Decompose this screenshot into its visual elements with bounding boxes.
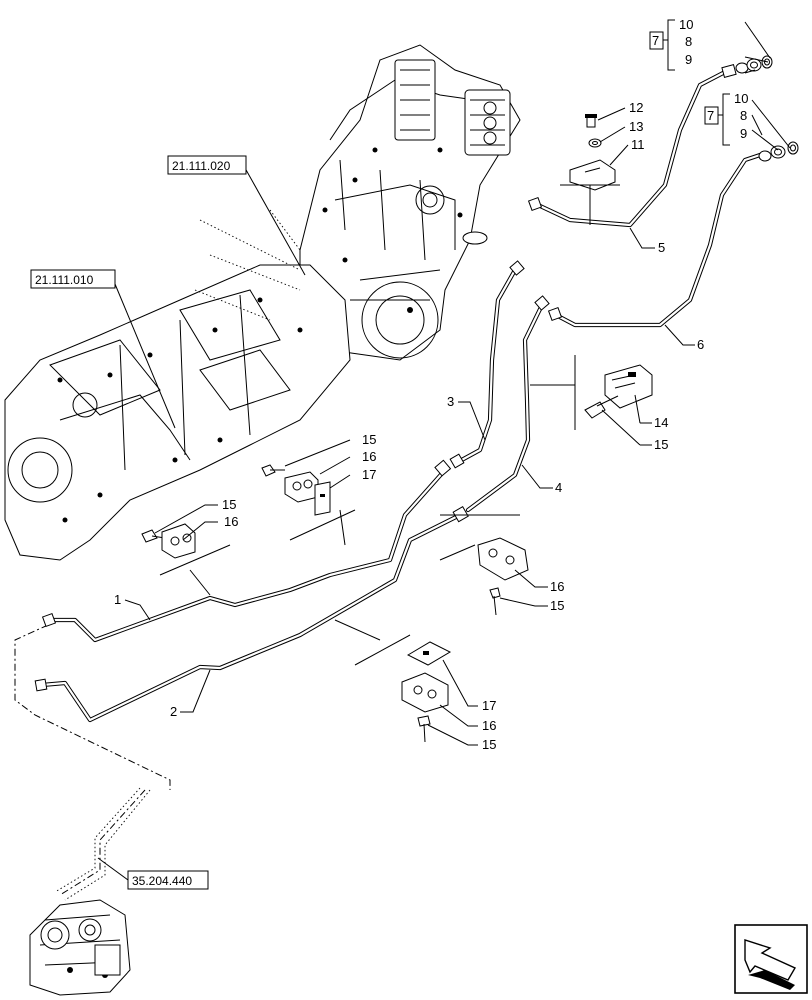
section-line-mid (530, 355, 576, 430)
bolt-12 (585, 114, 597, 128)
fittings-group-lower (758, 141, 799, 162)
clamp-16-right (477, 537, 529, 581)
section-line-right (439, 514, 520, 561)
callout-16-center: 16 (362, 449, 376, 464)
callout-5: 5 (658, 240, 665, 255)
callout-13: 13 (629, 119, 643, 134)
ref-label-rear: 21.111.020 (172, 159, 231, 173)
callout-15-lower: 15 (482, 737, 496, 752)
callout-8-upper: 8 (685, 34, 692, 49)
callout-14: 14 (654, 415, 668, 430)
valve-block (29, 899, 131, 996)
section-line-center (289, 509, 356, 546)
callout-2: 2 (170, 704, 177, 719)
callout-10-upper: 10 (679, 17, 693, 32)
ref-leader-rear (244, 167, 306, 276)
ref-label-valve: 35.204.440 (132, 874, 192, 888)
callout-9-upper: 9 (685, 52, 692, 67)
ref-leader-front (114, 283, 176, 429)
routing-chain-line (14, 624, 171, 790)
clamp-upper-11 (569, 159, 616, 191)
callout-16-lower: 16 (482, 718, 496, 733)
pipe-2 (34, 505, 469, 723)
pipe-4 (465, 295, 550, 513)
callout-15-right: 15 (654, 437, 668, 452)
callout-16-left: 16 (224, 514, 238, 529)
ref-box-rear[interactable]: 21.111.020 (167, 155, 247, 175)
routing-dotted-line (64, 789, 151, 901)
transmission-front-housing (4, 209, 351, 561)
group-label-lower: 7 (707, 108, 714, 123)
callout-15-right2: 15 (550, 598, 564, 613)
callout-11: 11 (631, 137, 645, 152)
callout-3: 3 (447, 394, 454, 409)
group-label-upper: 7 (652, 33, 659, 48)
callout-17-lower: 17 (482, 698, 496, 713)
callout-17-center: 17 (362, 467, 376, 482)
bolt-15-midright (489, 587, 501, 616)
ref-box-valve[interactable]: 35.204.440 (127, 870, 209, 890)
routing-chain-line-lower (59, 789, 146, 896)
group-7-lower: 7 (704, 93, 730, 146)
transmission-rear-housing (299, 44, 521, 361)
block-14 (604, 364, 653, 409)
pipe-5 (527, 64, 737, 228)
arrow-return-icon[interactable] (734, 924, 808, 994)
callout-6: 6 (697, 337, 704, 352)
callout-15-center: 15 (362, 432, 376, 447)
callout-8-lower: 8 (740, 108, 747, 123)
pipe-6 (547, 152, 763, 328)
clamp-16-lower (401, 672, 449, 713)
pipe-3 (449, 260, 525, 469)
section-line-left (159, 544, 231, 596)
clamp-16-left (161, 523, 196, 559)
callout-16-right: 16 (550, 579, 564, 594)
bolt-15-right (584, 395, 619, 419)
pad-17-center (314, 481, 331, 516)
ref-leader-valve (97, 857, 129, 881)
clamp-16-center (284, 471, 319, 503)
callout-9-lower: 9 (740, 126, 747, 141)
ref-label-front: 21.111.010 (35, 273, 94, 287)
pipe-1 (41, 459, 452, 643)
callout-12: 12 (629, 100, 643, 115)
bolt-15-lower (417, 715, 431, 743)
section-line-lower (334, 619, 411, 666)
bolt-15-center (261, 464, 285, 477)
callout-leaders (124, 21, 791, 746)
callout-15-left: 15 (222, 497, 236, 512)
routing-dotted-line-2 (54, 787, 141, 893)
group-7-upper: 7 (649, 19, 675, 71)
pad-17-lower (406, 641, 452, 666)
washer-13 (588, 138, 602, 148)
callout-4: 4 (555, 480, 562, 495)
ref-box-front[interactable]: 21.111.010 (30, 269, 116, 289)
callout-10-lower: 10 (734, 91, 748, 106)
section-line-upper (560, 184, 620, 225)
callout-1: 1 (114, 592, 121, 607)
